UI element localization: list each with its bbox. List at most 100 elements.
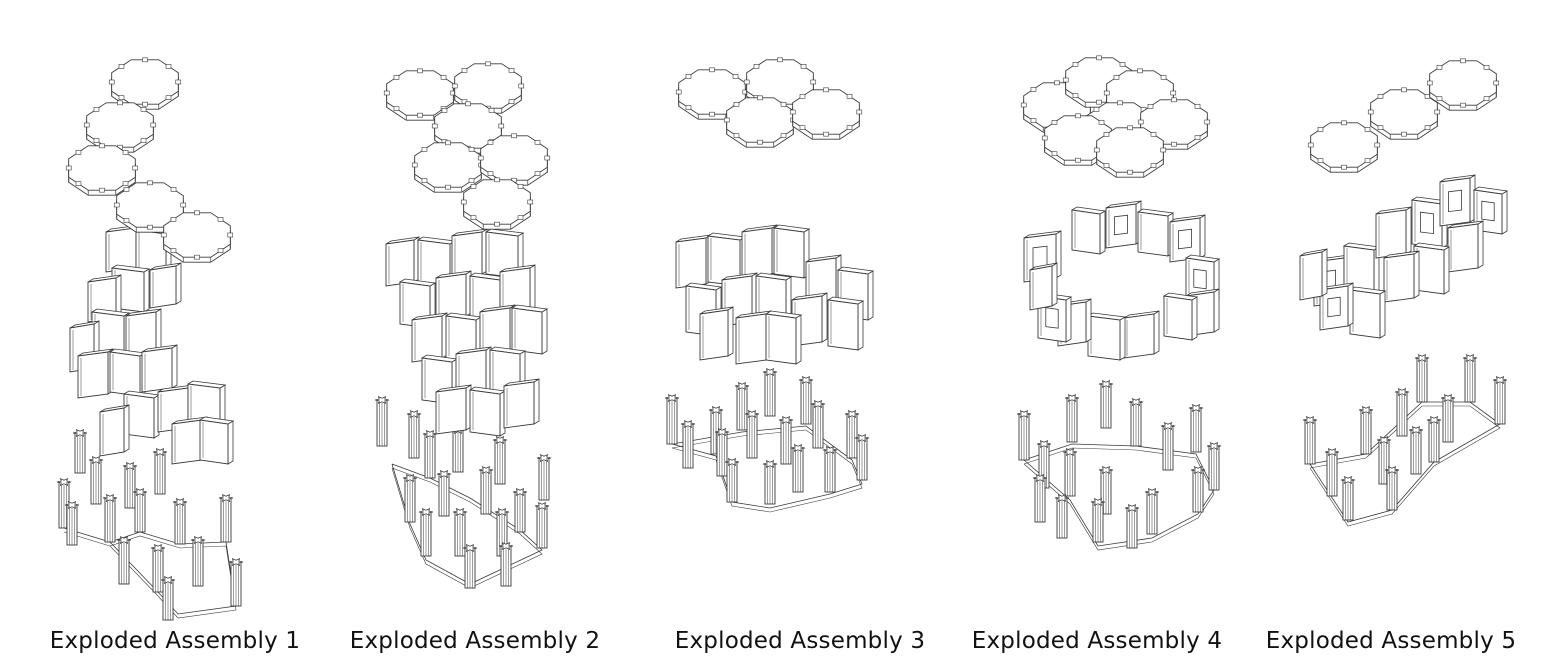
caption-assembly-5: Exploded Assembly 5 (1265, 628, 1517, 654)
wall-panel (675, 234, 712, 289)
column (810, 399, 826, 449)
column (102, 493, 118, 543)
wall-panel (1299, 248, 1328, 301)
wall-panel (1123, 310, 1160, 359)
column (790, 443, 806, 493)
floor-plate (477, 133, 551, 186)
column (778, 415, 794, 465)
wall-panel (141, 344, 178, 393)
column (1340, 475, 1356, 521)
column (478, 465, 494, 515)
column (1384, 465, 1400, 511)
column (64, 500, 80, 546)
column (844, 409, 860, 459)
base-beam (63, 527, 237, 615)
column (1090, 497, 1106, 543)
column (854, 433, 870, 481)
wall-panel (510, 304, 549, 355)
floor-plate (1426, 58, 1500, 111)
wall-panel (826, 296, 865, 351)
wall-panel (385, 236, 420, 287)
column (418, 507, 434, 557)
column (1492, 375, 1508, 425)
column (1190, 465, 1206, 513)
column (1062, 447, 1078, 497)
column (498, 541, 514, 587)
column (116, 535, 132, 585)
wall-panel (764, 310, 803, 365)
column (172, 497, 188, 545)
column (714, 427, 730, 477)
floor-plate (383, 68, 457, 121)
wall-panel (451, 228, 488, 279)
wall-panel (741, 224, 778, 279)
window-wall-panel (1169, 214, 1206, 263)
column (1160, 421, 1176, 471)
column (1414, 353, 1430, 403)
wall-panel (1383, 250, 1420, 303)
column (402, 473, 418, 523)
wall-panel (198, 416, 235, 465)
column (1016, 409, 1032, 461)
wall-panel (99, 404, 130, 457)
wall-panel (468, 386, 507, 437)
wall-panel (411, 312, 448, 363)
wall-panel (1029, 262, 1058, 311)
column (72, 428, 88, 474)
floor-plate (83, 100, 157, 153)
column (1144, 487, 1160, 535)
column (680, 419, 696, 469)
wall-panel (1412, 242, 1451, 295)
column (422, 429, 438, 479)
column (492, 435, 508, 485)
column (1394, 387, 1410, 437)
column (218, 493, 234, 543)
column (122, 461, 138, 509)
wall-panel (1447, 220, 1484, 273)
column (452, 507, 468, 557)
floor-plate (65, 143, 139, 196)
base-beam (1023, 447, 1215, 551)
column (462, 543, 478, 589)
floor-plate (160, 210, 234, 263)
column (88, 455, 104, 505)
base-beam (1023, 443, 1215, 547)
column (1188, 403, 1204, 453)
floor-plate (460, 177, 534, 230)
column (1408, 425, 1424, 475)
column (1128, 397, 1144, 447)
column (734, 381, 750, 431)
floor-plate (108, 57, 182, 110)
column (150, 543, 166, 593)
assembly-3 (664, 57, 875, 513)
wall-panel (435, 270, 472, 321)
column (534, 501, 550, 549)
base-beam (63, 531, 237, 619)
wall-panel (435, 384, 472, 435)
column (536, 453, 552, 501)
floor-plate (451, 61, 525, 114)
caption-assembly-2: Exploded Assembly 2 (349, 628, 601, 654)
wall-panel (1070, 206, 1107, 255)
column (664, 393, 680, 445)
caption-assembly-3: Exploded Assembly 3 (674, 628, 926, 654)
column (374, 395, 390, 447)
floor-plate (723, 95, 797, 148)
column (822, 445, 838, 493)
window-wall-panel (1472, 186, 1509, 235)
assembly-5 (1299, 58, 1509, 527)
floor-plate (789, 87, 863, 140)
window-wall-panel (1105, 200, 1142, 249)
column (436, 469, 452, 517)
assembly-1 (56, 57, 244, 621)
wall-panel (1375, 206, 1412, 259)
floor-plate (411, 140, 485, 193)
floor-plate (1093, 125, 1167, 178)
wall-panel (499, 264, 536, 315)
wall-panel (149, 262, 182, 309)
caption-assembly-1: Exploded Assembly 1 (49, 628, 301, 654)
wall-panel (77, 348, 114, 399)
column (160, 575, 176, 621)
column (762, 459, 778, 505)
